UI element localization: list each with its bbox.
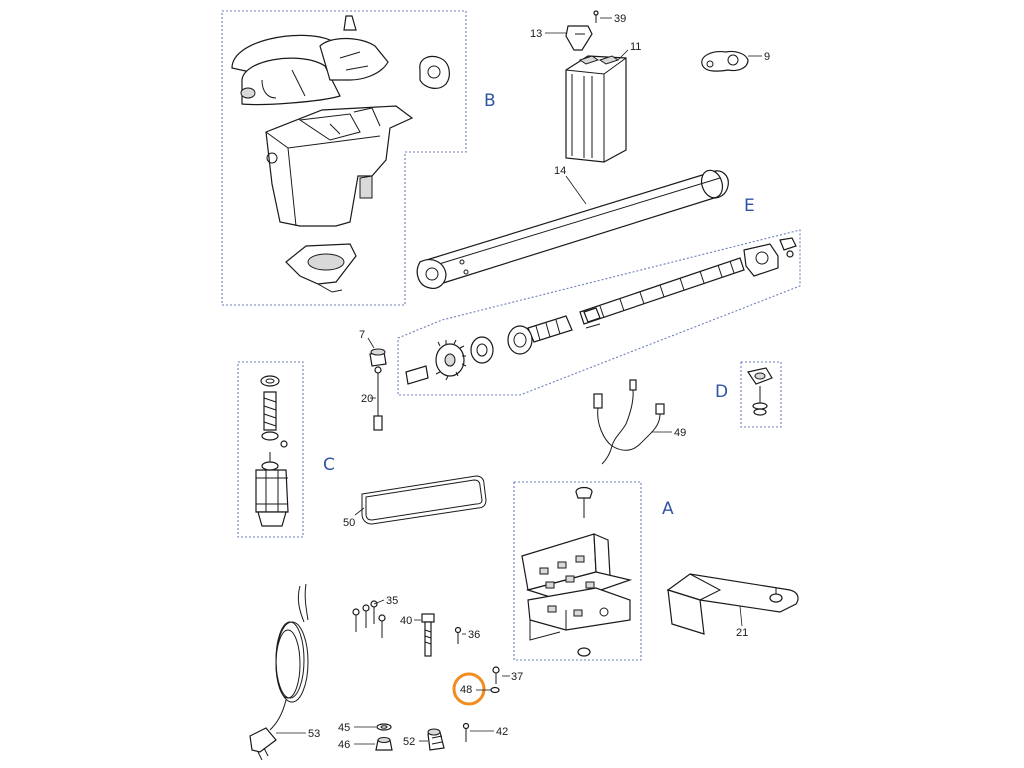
part-46-nut <box>375 737 393 751</box>
part-13-bracket <box>565 25 593 51</box>
part-label-49: 49 <box>674 427 686 439</box>
part-label-13: 13 <box>530 28 542 40</box>
part-label-50: 50 <box>343 517 355 529</box>
part-label-20: 20 <box>361 393 373 405</box>
part-9-link <box>701 50 749 72</box>
part-label-37: 37 <box>511 671 523 683</box>
part-42-screw <box>462 722 470 742</box>
part-36-screw <box>454 626 462 644</box>
part-label-11: 11 <box>630 41 641 53</box>
group-d-box <box>740 361 782 428</box>
group-label-d: D <box>715 382 728 402</box>
part-50-gasket <box>361 475 487 525</box>
part-label-46: 46 <box>338 739 350 751</box>
part-14-tube <box>416 169 729 289</box>
part-39-screw <box>593 10 599 23</box>
group-label-c: C <box>323 455 335 475</box>
part-7-cap <box>369 348 387 367</box>
part-53-power-cord <box>249 583 309 761</box>
part-label-53: 53 <box>308 728 320 740</box>
highlight-ring-48 <box>452 672 486 706</box>
part-40-bolt <box>421 613 435 657</box>
group-a-box <box>513 481 642 661</box>
part-label-52: 52 <box>403 736 415 748</box>
part-label-9: 9 <box>764 51 770 63</box>
fixing-kit-group-d <box>747 367 773 416</box>
group-label-a: A <box>662 499 674 519</box>
group-b-box <box>221 10 467 306</box>
part-35-screws <box>352 600 386 638</box>
part-label-45: 45 <box>338 722 350 734</box>
bracket-assembly-group-a <box>521 486 633 657</box>
part-label-7: 7 <box>359 329 365 341</box>
part-37-screw <box>492 666 500 684</box>
group-e-box <box>397 229 801 396</box>
motor-assembly-group-c <box>255 375 289 527</box>
part-21-wall-bracket <box>666 573 799 635</box>
housing-assembly-group-b <box>231 15 450 293</box>
part-49-harness <box>593 379 665 465</box>
part-label-14: 14 <box>554 165 566 177</box>
group-c-box <box>237 361 304 538</box>
part-45-washer <box>376 723 392 731</box>
part-20-pin <box>373 366 383 431</box>
part-label-39: 39 <box>614 13 626 25</box>
group-label-b: B <box>484 91 496 111</box>
part-label-21: 21 <box>736 627 748 639</box>
part-48-washer <box>490 686 500 694</box>
part-52-gland <box>427 728 445 751</box>
part-11-battery <box>565 55 627 163</box>
part-label-35: 35 <box>386 595 398 607</box>
group-label-e: E <box>744 196 755 216</box>
part-label-42: 42 <box>496 726 508 738</box>
part-label-40: 40 <box>400 615 412 627</box>
drive-assembly-group-e <box>405 237 797 385</box>
part-label-36: 36 <box>468 629 480 641</box>
part-label-48: 48 <box>460 684 472 696</box>
